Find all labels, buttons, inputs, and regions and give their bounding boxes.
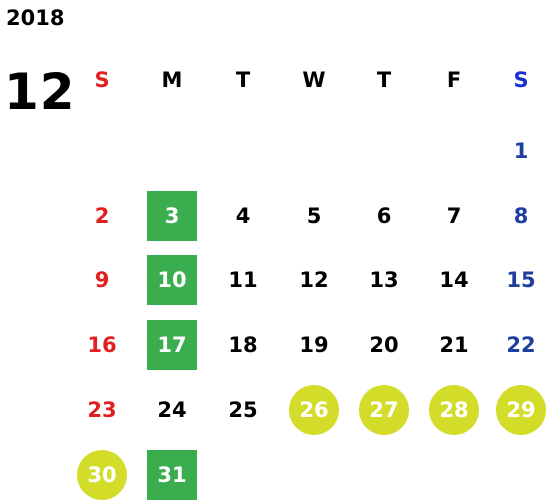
calendar-day-highlighted[interactable]: 28: [429, 385, 479, 435]
calendar-day-highlighted[interactable]: 27: [359, 385, 409, 435]
calendar-day-highlighted[interactable]: 3: [147, 191, 197, 241]
calendar-day[interactable]: 19: [299, 333, 329, 357]
calendar-day-highlighted[interactable]: 10: [147, 255, 197, 305]
calendar-day[interactable]: 6: [376, 204, 392, 228]
calendar-day[interactable]: 14: [439, 268, 469, 292]
calendar-day[interactable]: 7: [446, 204, 462, 228]
calendar-day-highlighted[interactable]: 30: [77, 450, 127, 500]
calendar-day[interactable]: 8: [513, 204, 529, 228]
calendar-day[interactable]: 13: [369, 268, 399, 292]
calendar-day[interactable]: 25: [228, 398, 258, 422]
calendar-day-highlighted[interactable]: 17: [147, 320, 197, 370]
weekday-header: T: [235, 68, 251, 92]
calendar-day[interactable]: 23: [87, 398, 117, 422]
month-label: 12: [4, 63, 76, 121]
weekday-header: S: [513, 68, 529, 92]
calendar-day[interactable]: 18: [228, 333, 258, 357]
calendar-day-highlighted[interactable]: 29: [496, 385, 546, 435]
calendar-day[interactable]: 16: [87, 333, 117, 357]
weekday-header: M: [161, 68, 183, 92]
calendar-day[interactable]: 2: [94, 204, 110, 228]
weekday-header: F: [446, 68, 462, 92]
calendar-day-highlighted[interactable]: 26: [289, 385, 339, 435]
weekday-header: T: [376, 68, 392, 92]
calendar-day[interactable]: 11: [228, 268, 258, 292]
calendar-day[interactable]: 21: [439, 333, 469, 357]
year-label: 2018: [6, 6, 65, 30]
weekday-header: S: [94, 68, 110, 92]
calendar-day[interactable]: 15: [506, 268, 536, 292]
calendar-day[interactable]: 12: [299, 268, 329, 292]
calendar-day-highlighted[interactable]: 31: [147, 450, 197, 500]
calendar-day[interactable]: 4: [235, 204, 251, 228]
calendar-day[interactable]: 24: [157, 398, 187, 422]
weekday-header: W: [302, 68, 326, 92]
calendar-day[interactable]: 9: [94, 268, 110, 292]
calendar-day[interactable]: 22: [506, 333, 536, 357]
calendar-day[interactable]: 1: [513, 139, 529, 163]
calendar-day[interactable]: 20: [369, 333, 399, 357]
calendar-day[interactable]: 5: [306, 204, 322, 228]
